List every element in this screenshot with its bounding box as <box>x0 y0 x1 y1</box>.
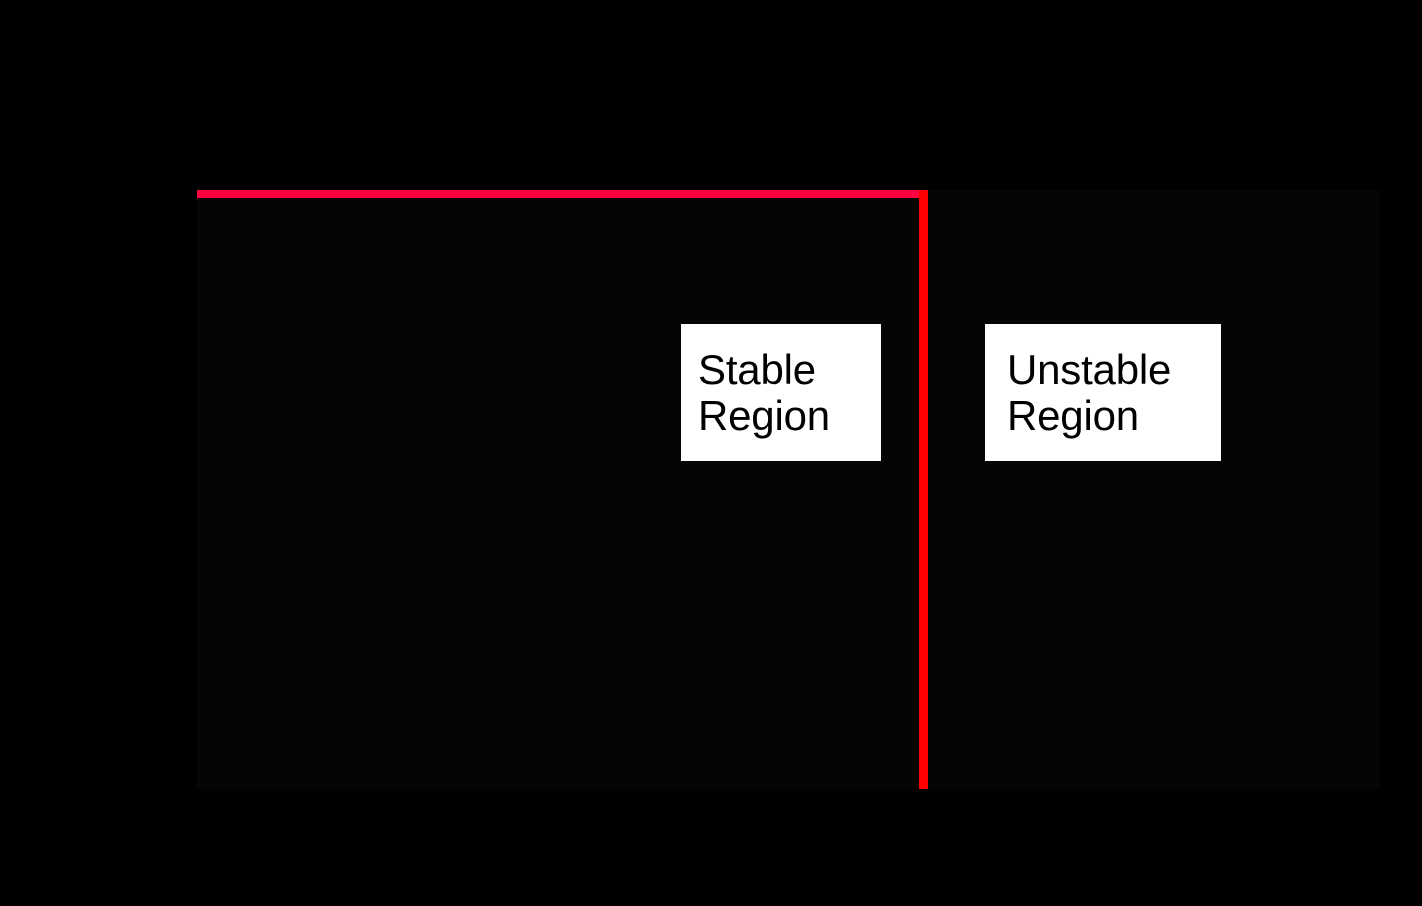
stable-region-label-line1: Stable <box>698 345 816 393</box>
stable-region-label: Stable Region <box>681 324 881 461</box>
plot-area <box>197 190 1380 789</box>
upper-stability-bound-line <box>197 190 928 198</box>
unstable-region-label-line2: Region <box>1007 391 1139 439</box>
unstable-region-label-line1: Unstable <box>1007 345 1172 393</box>
unstable-region-label: Unstable Region <box>985 324 1221 461</box>
stability-threshold-line <box>919 190 928 789</box>
stable-region-label-line2: Region <box>698 391 830 439</box>
